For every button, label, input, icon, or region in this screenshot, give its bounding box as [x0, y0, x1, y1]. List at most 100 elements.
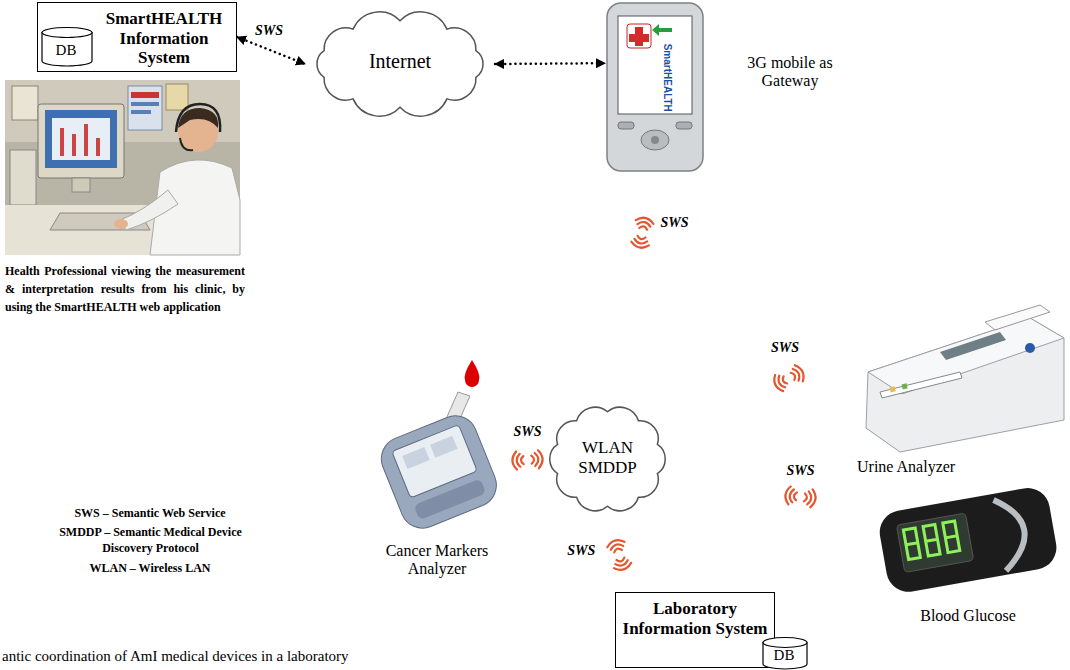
- wireless-link: [607, 518, 631, 592]
- glucose-meter: [876, 485, 1060, 596]
- doctor-photo: [10, 150, 36, 205]
- glucose-meter: [923, 524, 940, 556]
- dotted-arrow: [495, 63, 605, 65]
- database-cylinder: DB: [762, 637, 808, 670]
- doctor-photo: [84, 124, 88, 156]
- wireless-link: [608, 518, 632, 592]
- wireless-link: [510, 450, 545, 469]
- gateway-device: 3G mobile as Gateway: [605, 2, 850, 177]
- urine-analyzer: [868, 318, 1064, 394]
- urine-analyzer: [866, 305, 1064, 452]
- urine-analyzer: [985, 305, 1050, 330]
- node-text: SmartHEALTH Information System: [94, 9, 234, 68]
- phone-gateway: [618, 16, 692, 114]
- wireless-link: [608, 177, 655, 400]
- doctor-photo: [5, 80, 240, 255]
- doctor-photo: [131, 102, 159, 106]
- wireless-link: [666, 479, 858, 507]
- wireless-waves: [631, 218, 653, 248]
- legend-note: SMDDP – Semantic Medical Device Discover…: [58, 524, 243, 556]
- edge-label: SWS: [769, 340, 801, 356]
- cancer-analyzer: [375, 360, 503, 535]
- wireless-link: [608, 177, 655, 400]
- cancer-analyzer: [375, 409, 503, 535]
- node-text: WLAN SMDDP: [570, 438, 645, 477]
- doctor-photo: [72, 178, 90, 192]
- medical-device: Blood Glucose: [858, 482, 1067, 632]
- cloud-outline: [550, 407, 666, 511]
- phone-gateway: [607, 3, 703, 171]
- dotted-arrow: [237, 37, 305, 64]
- wireless-link: [510, 459, 545, 461]
- cancer-analyzer: [414, 478, 487, 520]
- glucose-meter: [903, 528, 920, 560]
- doctor-photo: [131, 92, 159, 98]
- cancer-analyzer: [375, 409, 503, 535]
- system-box: Laboratory Information SystemDB: [615, 592, 775, 668]
- doctor-photo: [38, 104, 124, 178]
- doctor-photo: [45, 110, 117, 168]
- wireless-waves: [774, 365, 803, 391]
- cylinder-outline: [763, 638, 807, 648]
- phone-gateway: [629, 27, 649, 46]
- glucose-meter: [876, 485, 1060, 596]
- doctor-photo: [176, 104, 220, 132]
- doctor-photo: [131, 110, 151, 114]
- node-text: Laboratory Information System: [620, 599, 770, 638]
- dotted-arrow: [237, 37, 305, 64]
- node-text: Blood Glucose: [898, 607, 1038, 625]
- medical-device: Urine Analyzer: [855, 300, 1067, 482]
- doctor-photo: [52, 118, 110, 160]
- node-text: 3G mobile as Gateway: [733, 54, 847, 91]
- node-text: DB: [762, 647, 806, 664]
- node-text: Cancer Markers Analyzer: [377, 542, 497, 579]
- legend-note: SWS – Semantic Web Service: [50, 505, 250, 521]
- system-box: SmartHEALTH Information SystemDB: [37, 2, 237, 72]
- edge-label: SWS: [565, 543, 597, 559]
- doctor-photo: [120, 190, 178, 230]
- edge-label: SWS: [658, 215, 690, 231]
- phone-gateway: [607, 3, 703, 171]
- urine-analyzer: [866, 318, 1064, 452]
- photo-caption: Health Professional viewing the measurem…: [5, 262, 245, 316]
- figure-caption: antic coordination of AmI medical device…: [2, 648, 349, 665]
- phone-gateway: [641, 130, 669, 150]
- glucose-meter: [994, 496, 1031, 571]
- urine-analyzer: [902, 383, 908, 389]
- phone-gateway: [651, 136, 659, 144]
- cylinder-outline: [42, 28, 92, 38]
- doctor-photo: [180, 138, 193, 150]
- glucose-meter: [896, 513, 973, 572]
- phone-gateway: [618, 122, 634, 129]
- network-cloud: Internet: [305, 10, 495, 118]
- database-cylinder: DB: [41, 27, 93, 67]
- wireless-link: [666, 346, 855, 439]
- doctor-photo: [128, 86, 162, 130]
- wireless-link: [666, 479, 858, 504]
- edge-label: SWS: [785, 463, 817, 479]
- cancer-analyzer: [465, 360, 480, 387]
- phone-gateway: [652, 24, 672, 36]
- urine-analyzer: [940, 332, 1006, 360]
- cancer-analyzer: [430, 436, 457, 458]
- phone-gateway: [676, 122, 692, 129]
- wireless-link: [666, 346, 855, 439]
- doctor-photo: [114, 219, 128, 229]
- wireless-waves: [512, 450, 542, 469]
- wireless-waves: [785, 487, 815, 508]
- edge-label: SWS: [253, 23, 285, 39]
- glucose-meter: [876, 485, 1060, 596]
- node-text: DB: [41, 42, 91, 59]
- glucose-meter: [943, 521, 960, 553]
- doctor-photo: [72, 134, 76, 156]
- network-cloud: WLAN SMDDP: [545, 400, 670, 518]
- doctor-photo: [60, 128, 64, 156]
- doctor-photo: [12, 86, 38, 120]
- doctor-photo: [5, 80, 240, 255]
- doctor-photo: [166, 84, 188, 110]
- urine-analyzer: [880, 372, 962, 398]
- wireless-waves: [607, 540, 631, 570]
- urine-analyzer: [1025, 343, 1035, 353]
- urine-analyzer: [890, 386, 896, 392]
